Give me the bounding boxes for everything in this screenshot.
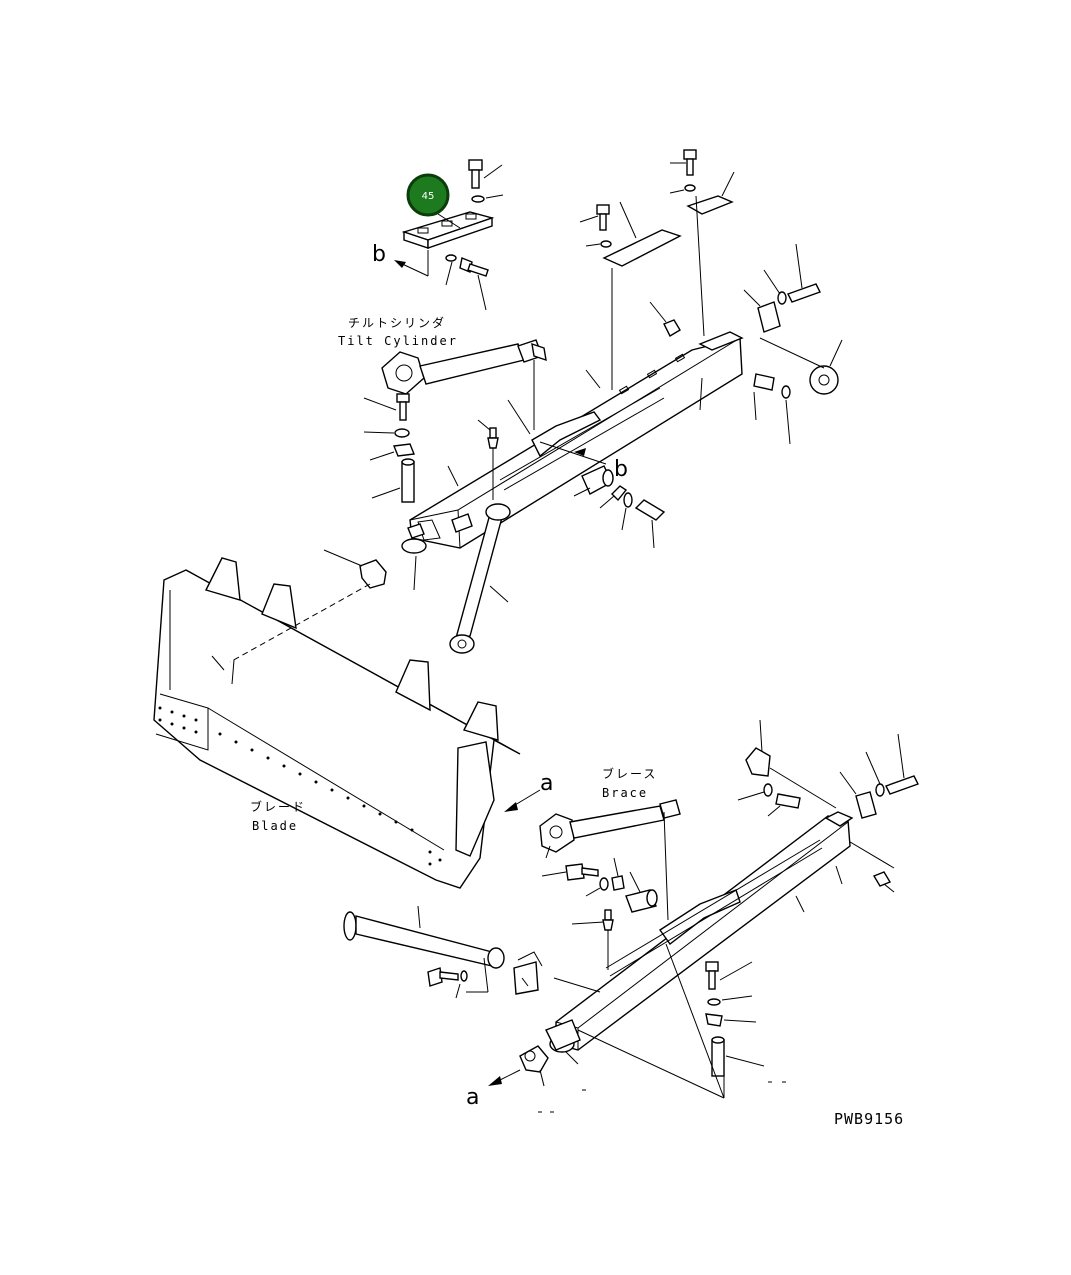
cap-lower-right: [839, 733, 919, 819]
drawing-code: PWB9156: [834, 1110, 904, 1128]
grease-fitting-lower: [571, 909, 614, 970]
bolt-top-right: [669, 149, 697, 194]
blade-pin-block: [229, 549, 387, 663]
tilt-cylinder: [381, 339, 547, 395]
blade-label-jp: ブレード: [250, 799, 306, 814]
bolt-lower-right-stack: [577, 943, 765, 1099]
view-letter-a-bottom: a: [466, 1085, 479, 1110]
bracket-lower: [513, 951, 543, 995]
callout-45[interactable]: 45: [406, 173, 461, 229]
grease-fitting-upper: [477, 419, 499, 500]
pin-left-upper: [371, 458, 415, 503]
bolt-top-left: [468, 159, 503, 189]
upper-left-plate: [401, 211, 495, 249]
pin-center-right: [573, 465, 666, 549]
view-letter-b-middle: b: [614, 457, 628, 482]
view-marker-a-bottom: a: [466, 1069, 521, 1110]
brace-label-en: Brace: [602, 786, 648, 800]
lower-pivot: [545, 1019, 581, 1065]
bolt-left-upper: [363, 393, 415, 461]
center-plate: [602, 201, 682, 267]
tilt-cylinder-label-en: Tilt Cylinder: [338, 334, 458, 348]
view-marker-b-upper: b: [372, 242, 429, 277]
nut-upper-right: [649, 195, 705, 337]
view-marker-a-right: a: [504, 771, 553, 812]
view-marker-b-middle: b: [507, 360, 628, 482]
view-letter-a-right: a: [540, 771, 553, 796]
blade-holes: [158, 706, 442, 866]
cap-upper-right: [743, 243, 821, 333]
view-letter-b: b: [372, 242, 386, 267]
lower-pin-block: [519, 1045, 549, 1087]
brace-lower: [539, 799, 681, 921]
brace-label-jp: ブレース: [602, 766, 657, 781]
tilt-cylinder-label-jp: チルトシリンダ: [348, 315, 446, 330]
bolt-lower-center: [541, 857, 625, 897]
washer-top-left: [471, 194, 504, 203]
bolt-mid-left: [445, 254, 489, 311]
bolt-center-plate: [579, 204, 612, 248]
bolt-lower-left: [427, 957, 489, 999]
lower-frame-arm: [553, 811, 854, 1051]
callout-circle[interactable]: [406, 173, 450, 217]
lower-long-rod: [343, 905, 505, 969]
flange-lower-right: [737, 719, 837, 817]
upper-pivot: [401, 523, 427, 591]
upper-brace-rod: [449, 503, 511, 654]
blade: [153, 557, 521, 889]
pin-lower-center: [625, 871, 658, 913]
blade-label-en: Blade: [252, 819, 298, 833]
flange-upper-right: [753, 337, 843, 445]
nut-lower-right: [839, 835, 895, 893]
plate-top-right: [686, 171, 735, 215]
callout-number[interactable]: 45: [422, 191, 435, 202]
